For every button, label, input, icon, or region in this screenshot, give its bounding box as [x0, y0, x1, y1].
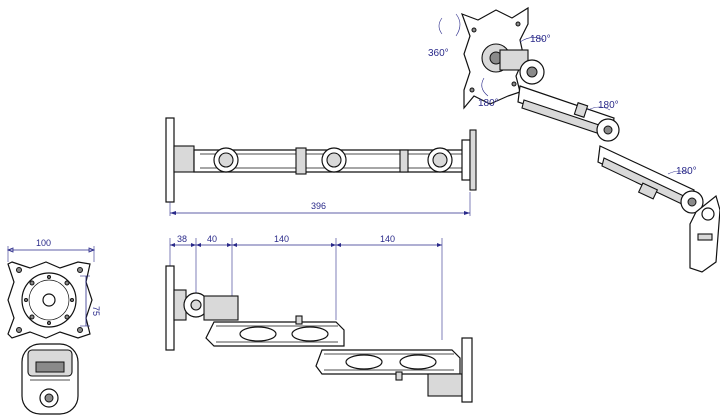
dim-hole-spacing-label: 75	[91, 306, 101, 316]
angle-tilt-label: 360°	[428, 48, 449, 59]
angle-low-label: 180°	[676, 166, 697, 177]
dim-side-140b: 140	[380, 234, 395, 244]
angle-top-label: 180°	[530, 34, 551, 45]
side-view: 38 40 140 140	[165, 234, 473, 403]
dim-side-140a: 140	[274, 234, 289, 244]
top-plate	[165, 117, 175, 203]
dim-length-label: 396	[311, 201, 326, 211]
top-view: 396	[165, 117, 477, 216]
front-view: 100 75	[6, 238, 101, 415]
dim-side-40: 40	[207, 234, 217, 244]
dim-side-38: 38	[177, 234, 187, 244]
angle-mid-label: 180°	[598, 100, 619, 111]
dim-width-label: 100	[36, 238, 51, 248]
iso-view: 360° 180° 180° 180° 180°	[428, 6, 720, 273]
angle-bottom-label: 180°	[478, 98, 499, 109]
side-plate	[165, 265, 175, 351]
